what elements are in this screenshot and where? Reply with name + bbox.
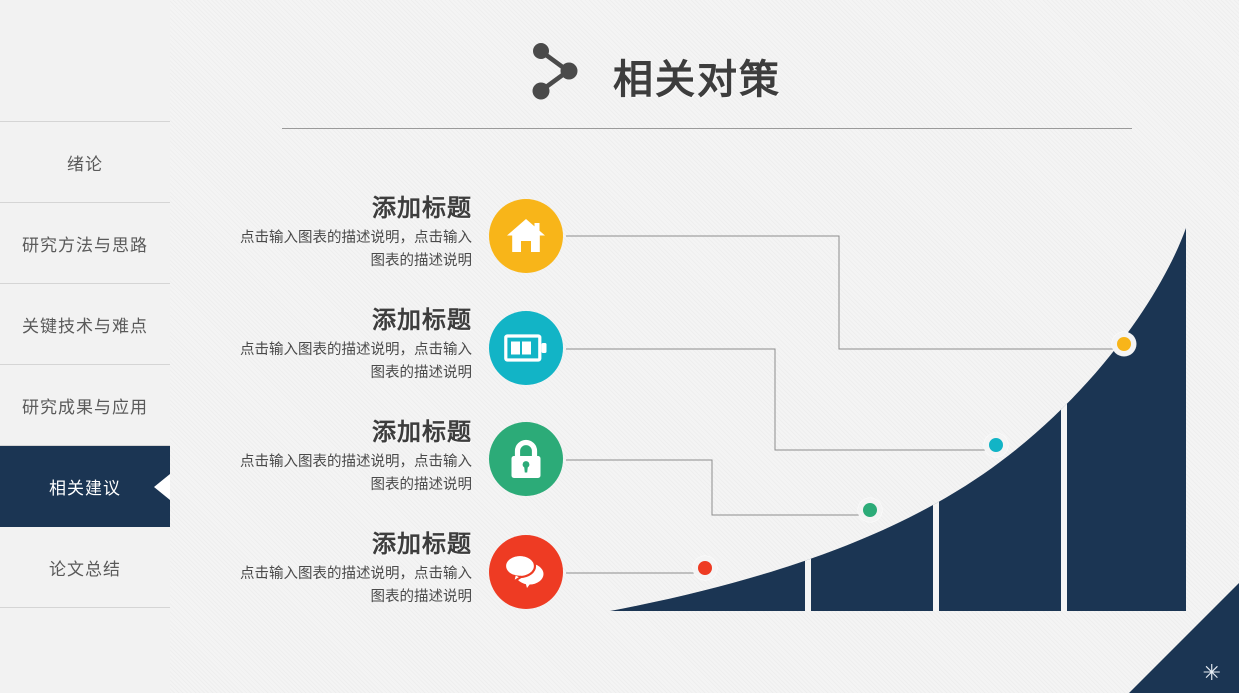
block-2-title: 添加标题	[372, 306, 472, 334]
sidebar-item-label: 关键技术与难点	[22, 316, 148, 337]
sidebar-item-label: 研究成果与应用	[22, 397, 148, 418]
block-1-title: 添加标题	[372, 194, 472, 222]
page-title: 相关对策	[613, 57, 781, 103]
corner-asterisk-icon: ✳	[1202, 661, 1221, 686]
sidebar-item-label: 相关建议	[49, 479, 121, 499]
block-4-desc: 点击输入图表的描述说明，点击输入图表的描述说明	[240, 566, 472, 605]
block-3-title: 添加标题	[372, 418, 472, 446]
lock-icon-badge[interactable]	[489, 422, 563, 496]
connector-2	[566, 348, 990, 451]
sidebar-item-label: 研究方法与思路	[22, 235, 148, 256]
active-indicator-arrow	[154, 473, 170, 500]
title-divider	[282, 128, 1132, 129]
chat-bubbles-icon	[503, 553, 544, 588]
content-block-2: 添加标题 点击输入图表的描述说明，点击输入图表的描述说明	[232, 307, 472, 384]
slide-header: 相关对策	[170, 0, 1239, 132]
block-3-desc: 点击输入图表的描述说明，点击输入图表的描述说明	[240, 454, 472, 493]
sidebar-item-methods[interactable]: 研究方法与思路	[0, 203, 170, 284]
chart-marker-cyan[interactable]	[984, 433, 1008, 457]
battery-icon-badge[interactable]	[489, 311, 563, 385]
sidebar-nav: 绪论 研究方法与思路 关键技术与难点 研究成果与应用 相关建议 论文总结	[0, 0, 170, 693]
chart-area-fill	[610, 228, 1186, 611]
sidebar-item-intro[interactable]: 绪论	[0, 122, 170, 203]
content-block-1: 添加标题 点击输入图表的描述说明，点击输入图表的描述说明	[232, 195, 472, 272]
connector-1	[566, 235, 1117, 350]
lock-icon	[511, 439, 541, 478]
sidebar-item-results[interactable]: 研究成果与应用	[0, 365, 170, 446]
home-icon	[507, 219, 545, 252]
chart-marker-green[interactable]	[858, 498, 882, 522]
home-icon-badge[interactable]	[489, 199, 563, 273]
sidebar-item-key-tech[interactable]: 关键技术与难点	[0, 284, 170, 365]
chart-marker-amber[interactable]	[1112, 332, 1136, 356]
block-4-title: 添加标题	[372, 530, 472, 558]
connector-3	[566, 459, 864, 516]
share-network-icon	[532, 43, 578, 100]
chart-marker-red[interactable]	[693, 556, 717, 580]
chat-bubbles-icon-badge[interactable]	[489, 535, 563, 609]
battery-icon	[504, 334, 547, 362]
sidebar-item-label: 论文总结	[49, 559, 121, 580]
sidebar-item-conclusion[interactable]: 论文总结	[0, 527, 170, 608]
sidebar-item-label: 绪论	[67, 154, 103, 175]
block-2-desc: 点击输入图表的描述说明，点击输入图表的描述说明	[240, 342, 472, 381]
sidebar-spacer-top	[0, 0, 170, 122]
content-block-4: 添加标题 点击输入图表的描述说明，点击输入图表的描述说明	[232, 531, 472, 608]
corner-triangle-decoration	[1129, 583, 1239, 693]
sidebar-item-recommendations[interactable]: 相关建议	[0, 446, 170, 527]
sidebar-spacer-bottom	[0, 608, 170, 689]
content-block-3: 添加标题 点击输入图表的描述说明，点击输入图表的描述说明	[232, 419, 472, 496]
block-1-desc: 点击输入图表的描述说明，点击输入图表的描述说明	[240, 230, 472, 269]
